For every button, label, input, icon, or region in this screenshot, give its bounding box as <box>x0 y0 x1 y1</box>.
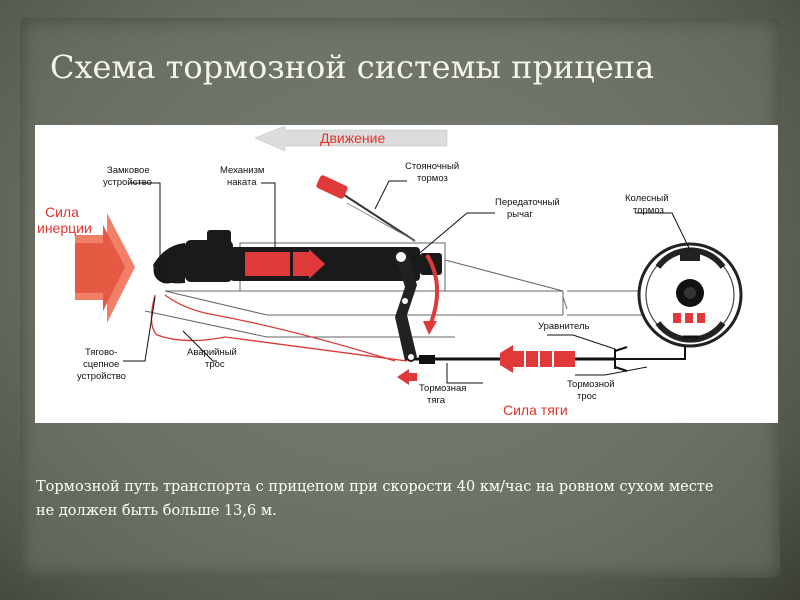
motion-label: Движение <box>320 130 385 146</box>
leader-lines <box>123 180 691 384</box>
equalizer <box>614 341 686 372</box>
slide-title: Схема тормозной системы прицепа <box>50 48 655 86</box>
label-brake-cable: Тормозной трос <box>567 379 617 402</box>
inertia-force-label: Сила инерции <box>37 204 92 236</box>
label-run-on-mechanism: Механизм наката <box>220 165 267 188</box>
label-emergency-cable: Аварийный трос <box>187 347 239 370</box>
emergency-cable <box>150 294 408 362</box>
wheel-brake <box>637 242 743 348</box>
label-lock-device: Замковое устройство <box>103 165 152 188</box>
label-transfer-lever: Передаточный рычаг <box>495 197 562 220</box>
inertia-force-arrow: Сила инерции <box>37 204 135 323</box>
label-parking-brake: Стояночный тормоз <box>405 161 462 184</box>
run-on-mechanism <box>153 230 442 284</box>
traction-force-label: Сила тяги <box>503 402 568 418</box>
parking-brake-handle <box>316 175 416 242</box>
brake-rod <box>397 345 615 385</box>
motion-arrow: Движение <box>254 125 448 152</box>
label-brake-rod: Тормозная тяга <box>419 383 469 406</box>
diagram-canvas: Движение Сила инерции <box>37 125 743 418</box>
transfer-lever <box>394 250 440 362</box>
slide-caption: Тормозной путь транспорта с прицепом при… <box>36 479 714 519</box>
brake-system-diagram: Движение Сила инерции <box>35 125 778 423</box>
label-coupling-device: Тягово- сцепное устройство <box>77 347 126 382</box>
label-wheel-brake: Колесный тормоз <box>625 193 671 216</box>
label-equalizer: Уравнитель <box>538 321 590 332</box>
